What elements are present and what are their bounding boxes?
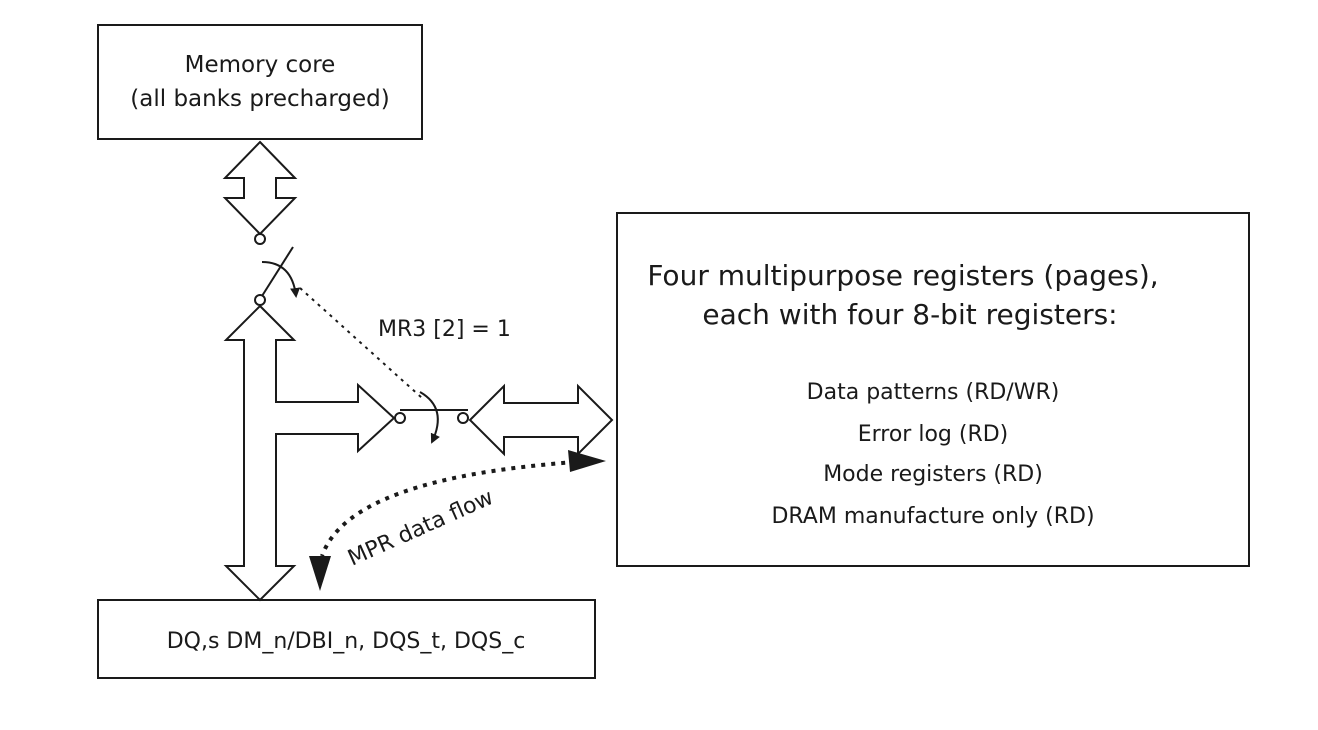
- memory-core-block: Memory core (all banks precharged): [97, 24, 423, 140]
- mpr-item-dram-manufacture: DRAM manufacture only (RD): [771, 504, 1094, 529]
- mpr-item-mode-registers: Mode registers (RD): [823, 462, 1043, 487]
- upper-switch-blade: [261, 246, 294, 297]
- io-pins-label: DQ,s DM_n/DBI_n, DQS_t, DQS_c: [167, 629, 526, 654]
- mpr-data-flow-curve: [320, 460, 576, 557]
- upper-switch-bottom-contact: [254, 294, 266, 306]
- lower-switch-motion-arrow: [419, 391, 440, 444]
- mpr-heading-line1: Four multipurpose registers (pages),: [647, 259, 1158, 292]
- upper-switch-top-contact: [254, 233, 266, 245]
- memory-core-box: [97, 24, 423, 140]
- mpr-data-flow-down-arrowhead: [309, 556, 331, 591]
- mpr-bus-arrow: [468, 383, 614, 457]
- io-pins-box: [97, 599, 596, 679]
- switch-control-link: [299, 287, 423, 399]
- mpr-item-error-log: Error log (RD): [858, 422, 1009, 447]
- memory-core-subtitle: (all banks precharged): [130, 86, 389, 112]
- upper-switch-motion-arrow: [261, 261, 301, 298]
- lower-switch-left-contact: [394, 412, 406, 424]
- memory-core-title: Memory core: [185, 52, 336, 78]
- mpr-register-block: Four multipurpose registers (pages), eac…: [616, 212, 1250, 567]
- mpr-data-flow-right-arrowhead: [568, 450, 606, 472]
- mpr-register-box: [616, 212, 1250, 567]
- mpr-heading-line2: each with four 8-bit registers:: [702, 298, 1117, 331]
- mpr-data-flow-label: MPR data flow: [344, 485, 497, 571]
- lower-switch-right-contact: [457, 412, 469, 424]
- core-bus-arrow: [222, 140, 298, 236]
- mpr-item-data-patterns: Data patterns (RD/WR): [807, 380, 1060, 405]
- switch-control-label: MR3 [2] = 1: [378, 317, 511, 342]
- io-pins-block: DQ,s DM_n/DBI_n, DQS_t, DQS_c: [97, 599, 596, 679]
- io-bus-arrow: [223, 304, 396, 602]
